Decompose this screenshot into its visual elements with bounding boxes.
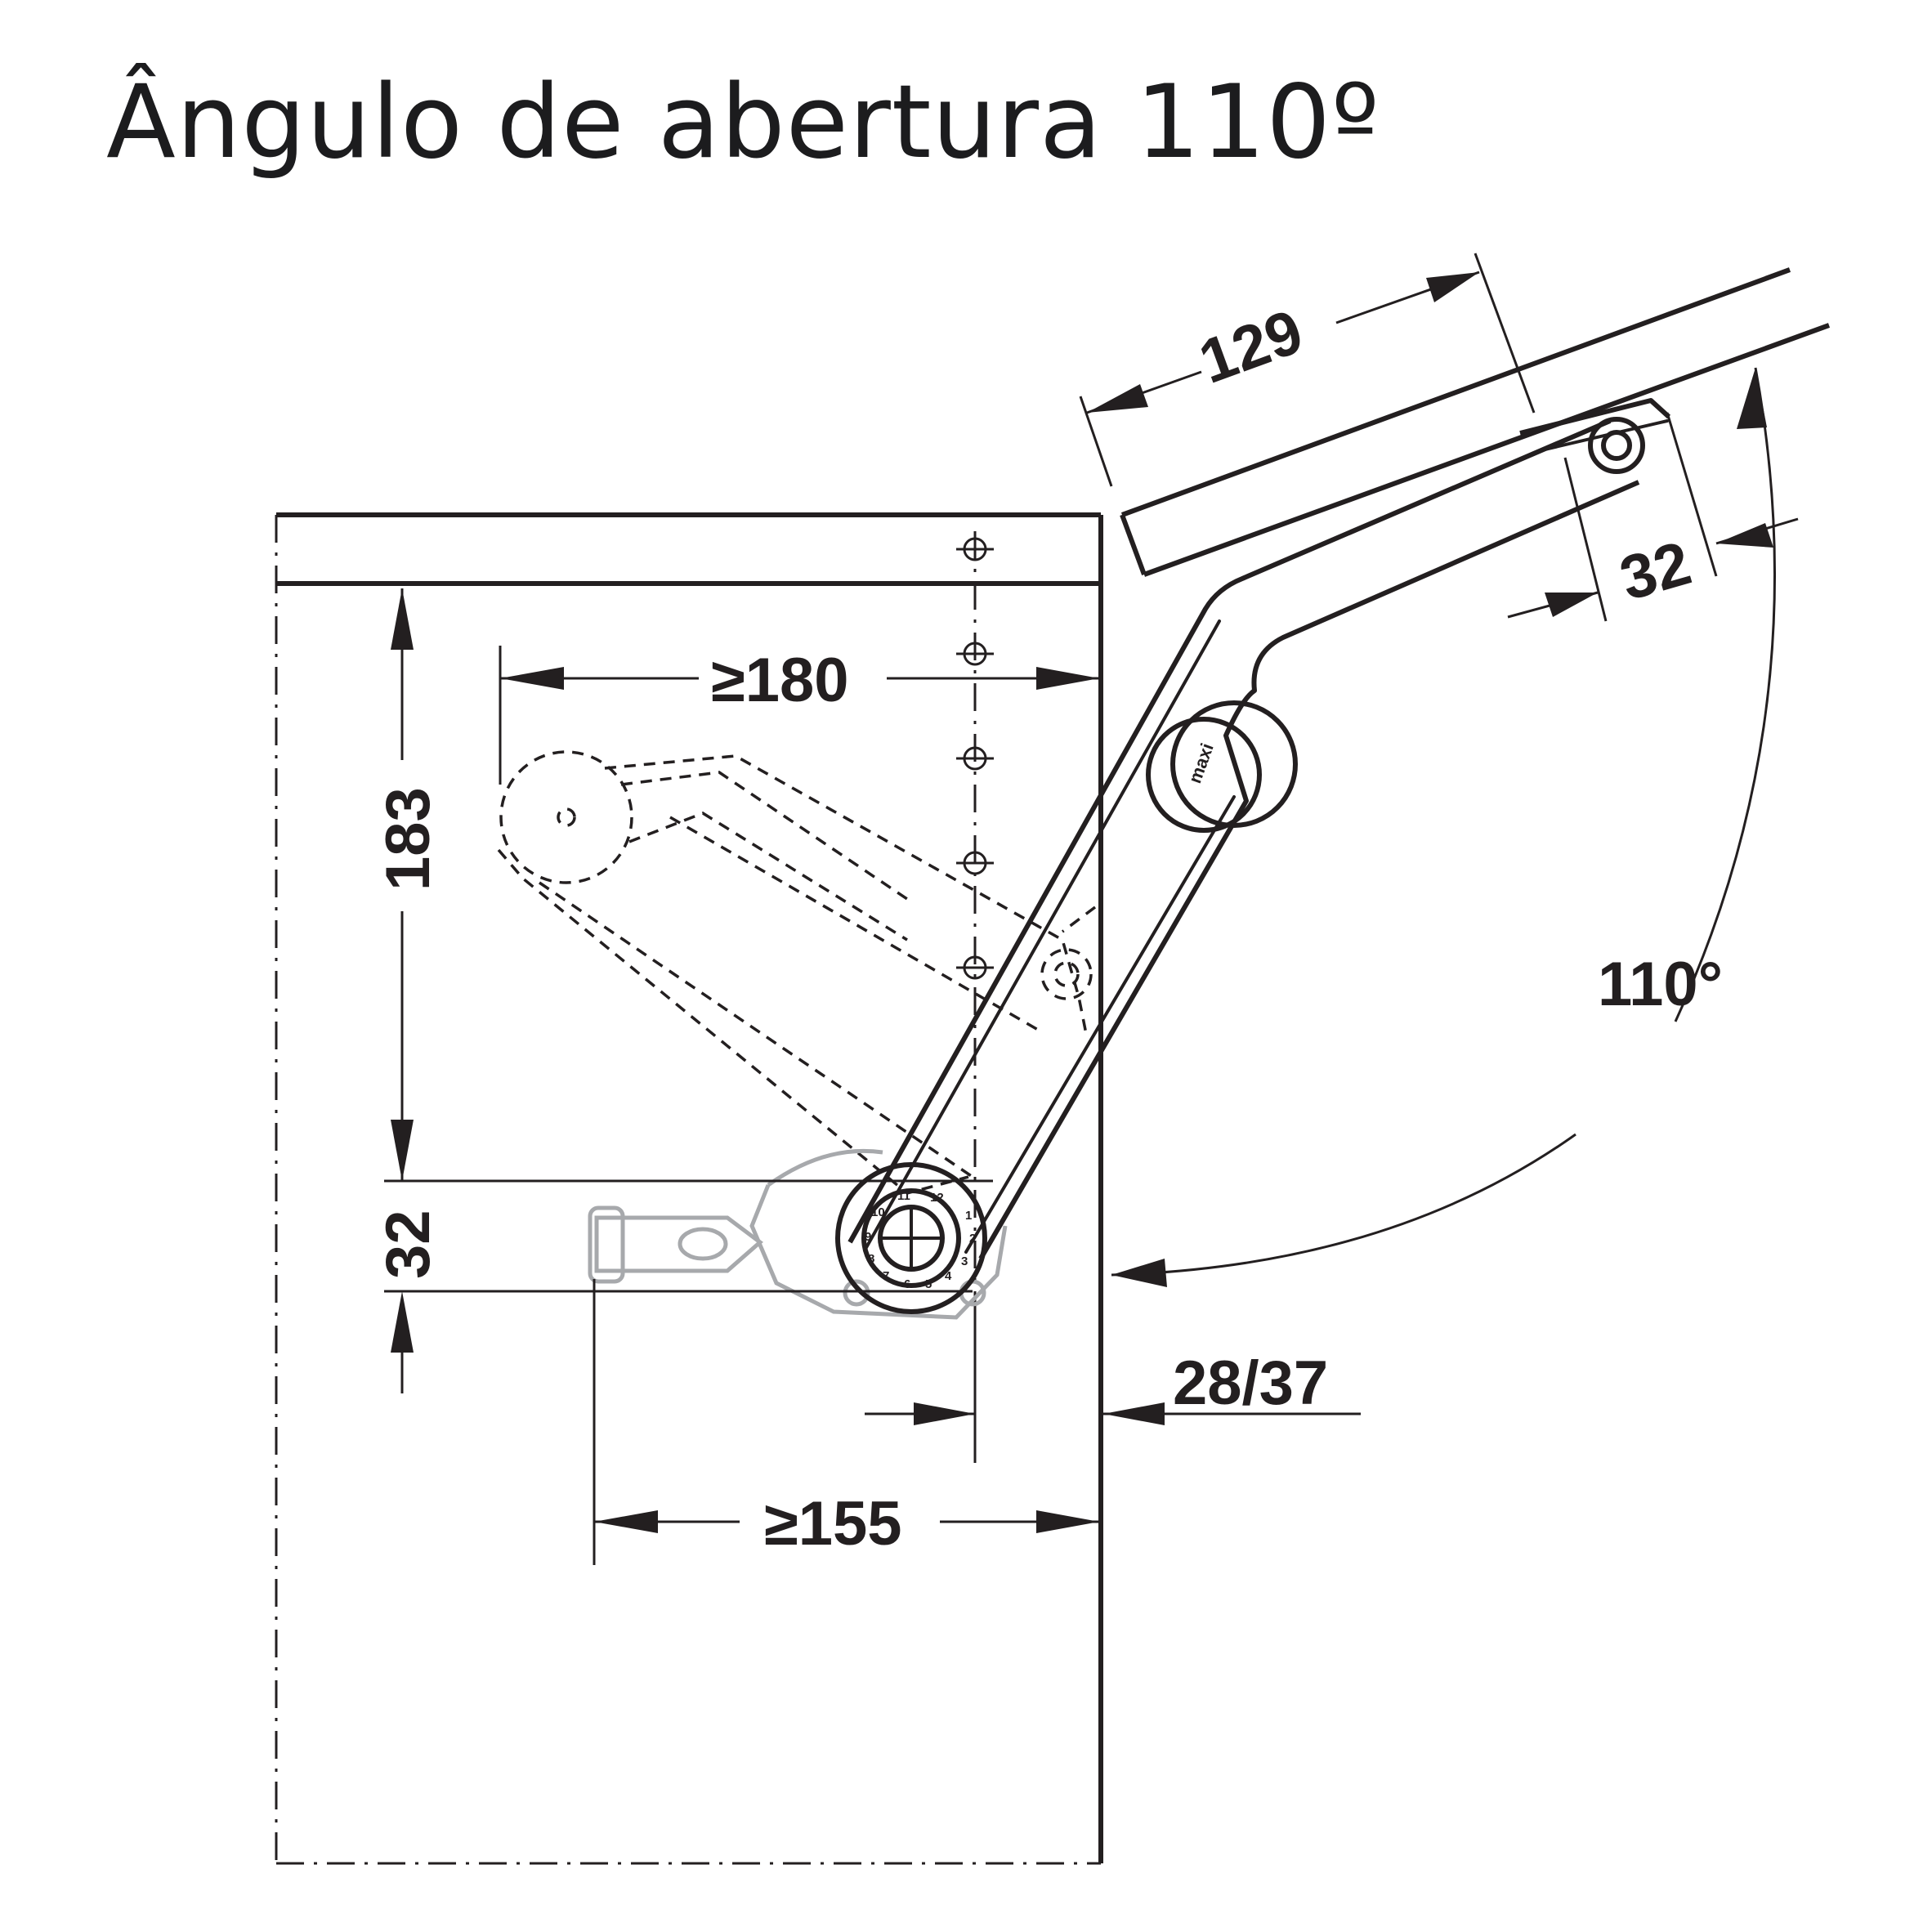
svg-text:10: 10: [871, 1205, 885, 1219]
svg-text:9: 9: [865, 1230, 871, 1244]
svg-text:7: 7: [883, 1269, 889, 1283]
svg-text:12: 12: [930, 1191, 944, 1205]
dim-129: 129: [1079, 253, 1536, 487]
page-title: Ângulo de abertura 110º: [106, 64, 1380, 181]
svg-text:4: 4: [945, 1269, 952, 1283]
svg-text:8: 8: [868, 1252, 874, 1266]
svg-text:183: 183: [373, 787, 443, 891]
dim-min-155: ≥155: [593, 1279, 1099, 1565]
closed-position-ghost: [497, 750, 1097, 1195]
svg-text:129: 129: [1191, 297, 1312, 397]
svg-text:32: 32: [1612, 528, 1698, 614]
svg-text:2: 2: [969, 1232, 976, 1246]
lift-arm: maxi: [847, 398, 1671, 1260]
svg-text:11: 11: [897, 1189, 910, 1203]
svg-text:28/37: 28/37: [1173, 1348, 1328, 1418]
svg-text:110°: 110°: [1598, 950, 1723, 1019]
svg-text:6: 6: [904, 1277, 910, 1291]
brand-mark: maxi: [1184, 740, 1218, 786]
open-door-panel: [1120, 267, 1831, 577]
adjust-dial: 1 2 3 4 5 6 7 8 9 10 11 12: [835, 1162, 987, 1314]
dim-28-37: 28/37: [865, 1308, 1361, 1463]
base-bracket: [588, 1148, 1008, 1320]
dim-183: 183: [373, 588, 993, 1183]
dim-32-bottom: 32: [373, 1210, 973, 1393]
dim-110-angle: 110°: [1111, 367, 1777, 1287]
svg-text:3: 3: [961, 1254, 968, 1268]
svg-text:≥180: ≥180: [711, 646, 849, 715]
svg-text:5: 5: [925, 1277, 932, 1291]
svg-text:≥155: ≥155: [764, 1489, 902, 1559]
cabinet-outline: [275, 512, 1103, 1865]
dim-min-180: ≥180: [499, 646, 1099, 785]
svg-text:1: 1: [965, 1209, 972, 1223]
svg-text:32: 32: [373, 1210, 443, 1279]
